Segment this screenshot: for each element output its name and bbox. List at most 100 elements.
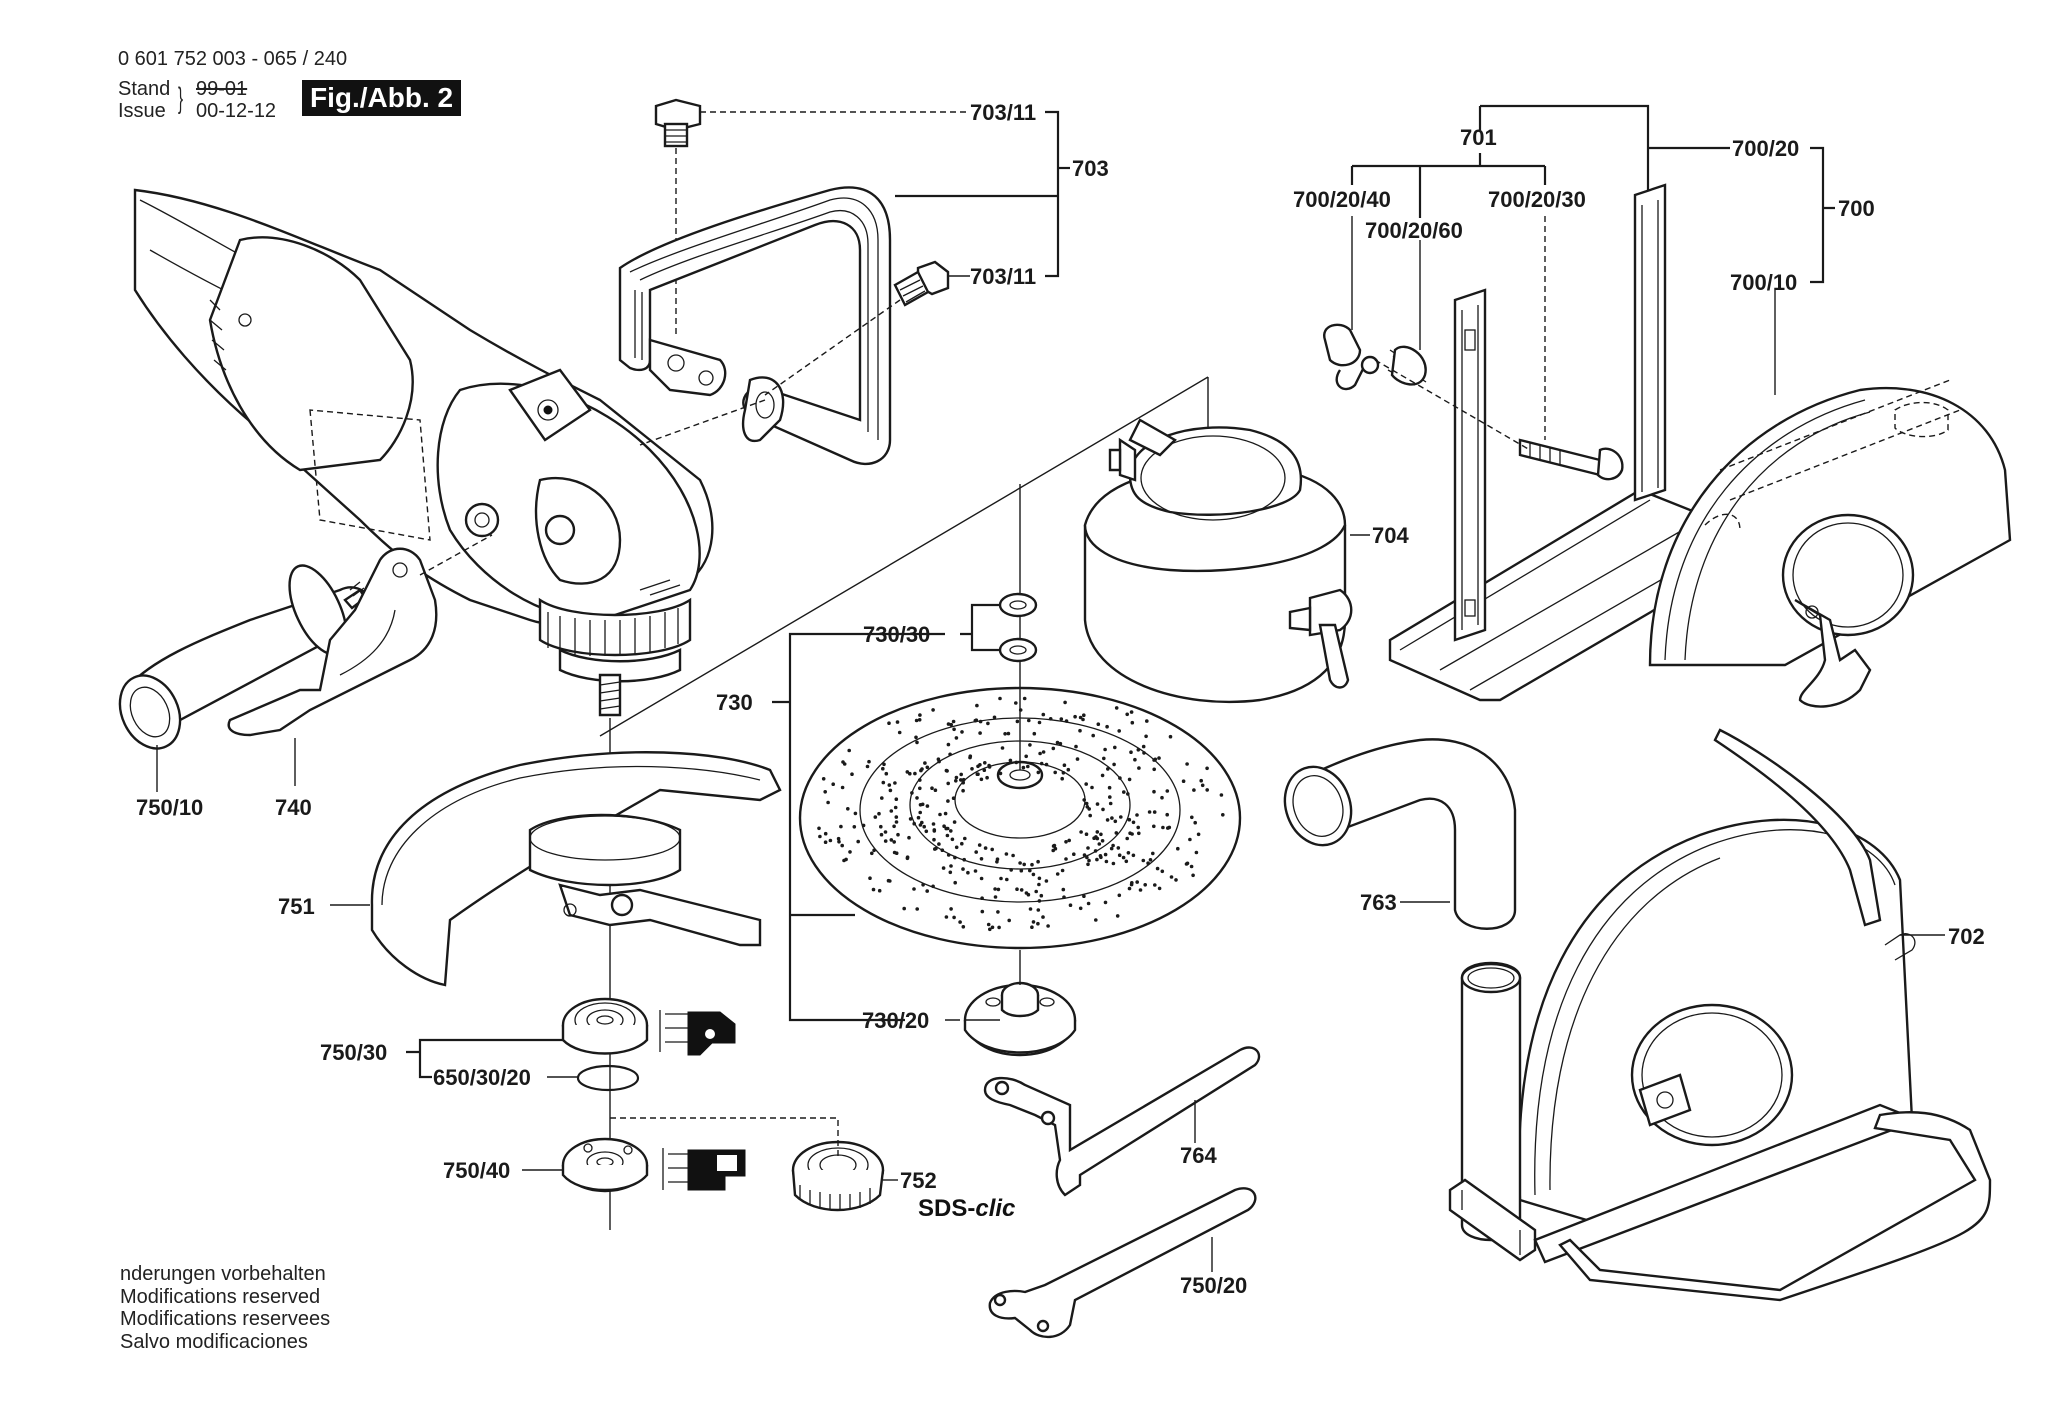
disc-dot	[1086, 846, 1090, 850]
disc-dot	[1005, 877, 1009, 882]
guard-700-10	[1648, 290, 2012, 708]
disc-dot	[1014, 760, 1019, 765]
disc-dot	[879, 832, 884, 837]
disc-dot	[1075, 757, 1080, 761]
disc-dot	[998, 771, 1003, 776]
callout-700: 700	[1838, 196, 1875, 221]
disc-dot	[889, 838, 894, 842]
disc-dot	[1026, 892, 1031, 897]
disc-dot	[945, 833, 950, 838]
disc-dot	[931, 822, 936, 826]
disc-dot	[1028, 868, 1032, 873]
flange-profile-icon-bottom	[662, 1148, 746, 1191]
disc-dot	[978, 763, 982, 767]
disc-dot	[850, 772, 854, 776]
disc-dot	[951, 796, 956, 800]
disc-dot	[881, 780, 886, 785]
disc-dot	[1128, 831, 1132, 835]
disc-dot	[888, 879, 892, 883]
disc-dot	[1148, 858, 1153, 862]
disc-dot	[931, 884, 935, 889]
disc-dot	[923, 761, 927, 765]
disc-dot	[893, 781, 897, 785]
disc-dot	[1062, 763, 1067, 767]
callout-730: 730	[716, 690, 753, 715]
disc-dot	[985, 775, 989, 780]
disc-dot	[979, 777, 984, 782]
callout-703-11-bottom: 703/11	[970, 264, 1036, 289]
disc-dot	[1112, 762, 1116, 767]
disc-dot	[1064, 840, 1068, 844]
disc-dot	[839, 824, 843, 829]
disc-dot	[865, 764, 870, 769]
disc-dot	[953, 855, 957, 860]
disc-dot	[1086, 901, 1091, 906]
disc-dot	[1108, 801, 1113, 806]
disc-dot	[1097, 842, 1102, 846]
disc-dot	[1034, 889, 1038, 894]
disc-dot	[1037, 899, 1042, 903]
disc-dot	[1064, 857, 1068, 861]
disc-dot	[978, 719, 983, 724]
disc-dot	[948, 870, 953, 875]
disc-dot	[895, 720, 900, 724]
disc-dot	[888, 788, 893, 793]
sds-clic-logo: SDS-clic	[918, 1195, 1015, 1222]
quick-clamping-nut-752	[610, 1117, 885, 1212]
disc-dot	[848, 850, 852, 854]
disc-dot	[922, 824, 926, 829]
disc-dot	[887, 721, 891, 725]
disc-dot	[948, 752, 952, 757]
disc-dot	[1091, 733, 1095, 738]
disc-dot	[996, 910, 1000, 914]
disc-dot	[1117, 893, 1122, 898]
disc-dot	[1041, 712, 1046, 717]
disc-dot	[1205, 788, 1209, 792]
disc-dot	[1038, 751, 1042, 756]
disc-dot	[949, 864, 953, 868]
callout-730-30: 730/30	[863, 622, 930, 647]
disc-dot	[942, 824, 946, 828]
disc-dot	[1053, 846, 1058, 851]
disc-dot	[995, 860, 999, 864]
disc-dot	[1032, 731, 1037, 736]
disc-dot	[1008, 758, 1013, 763]
callout-750-20: 750/20	[1180, 1273, 1247, 1298]
disc-dot	[914, 718, 919, 723]
disc-dot	[1036, 859, 1040, 864]
disc-dot	[883, 839, 888, 843]
callout-750-30: 750/30	[320, 1040, 387, 1065]
notice-line-en: Modifications reserved	[120, 1285, 321, 1308]
bracket-703	[1045, 110, 1070, 278]
disc-dot	[961, 867, 965, 871]
disc-dot	[1136, 825, 1140, 830]
disc-dot	[1103, 852, 1108, 857]
disc-dot	[962, 857, 966, 862]
disc-dot	[867, 759, 871, 764]
disc-dot	[1125, 712, 1129, 717]
disc-dot	[894, 815, 899, 819]
disc-dot	[983, 761, 987, 765]
disc-dot	[1221, 813, 1225, 817]
disc-dot	[1027, 718, 1031, 723]
disc-dot	[1044, 879, 1049, 883]
disc-dot	[870, 851, 874, 856]
disc-dot	[908, 771, 912, 776]
disc-dot	[931, 708, 935, 712]
disc-dot	[1103, 747, 1107, 752]
disc-dot	[1130, 881, 1134, 885]
disc-dot	[1044, 762, 1049, 767]
sds-logo-prefix: SDS-	[918, 1195, 975, 1222]
disc-dot	[925, 889, 929, 893]
angle-grinder-body	[133, 188, 714, 717]
disc-dot	[1078, 906, 1083, 911]
disc-dot	[974, 850, 978, 854]
disc-dot	[1152, 810, 1157, 814]
disc-dot	[887, 783, 892, 787]
disc-dot	[1082, 798, 1086, 802]
disc-dot	[1117, 729, 1121, 733]
disc-dot	[1099, 832, 1103, 837]
disc-dot	[1051, 746, 1056, 751]
disc-dot	[946, 799, 950, 803]
